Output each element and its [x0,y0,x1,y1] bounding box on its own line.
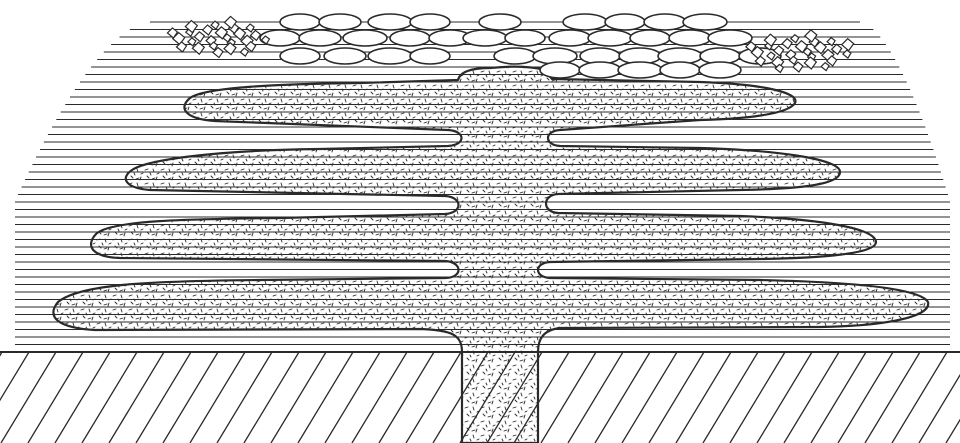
igneous-intrusion [53,67,928,443]
rubble-fragment [240,48,248,56]
hatch-line [1,352,56,443]
hatch-line [730,352,785,443]
boulder [669,30,711,46]
boulder [579,62,621,78]
rubble-fragment [246,24,254,32]
hatch-line [28,352,83,443]
boulder [368,48,412,64]
hatch-line [55,352,110,443]
hatch-line [136,352,191,443]
boulder [299,30,341,46]
boulder [660,62,700,78]
hatch-line [217,352,272,443]
hatch-line [379,352,434,443]
hatch-line [190,352,245,443]
boulder [505,30,545,46]
boulder [280,48,320,64]
rubble-fragment [842,39,854,51]
boulder [630,30,670,46]
boulder [390,30,430,46]
boulder [563,14,607,30]
boulder [479,14,521,30]
hatch-line [82,352,137,443]
hatch-line [811,352,866,443]
hatch-line [298,352,353,443]
feeder-dike-and-sills [53,67,928,443]
hatch-line [676,352,731,443]
hatch-line [649,352,704,443]
hatch-line [568,352,623,443]
hatch-line [163,352,218,443]
boulder [549,30,591,46]
rubble-fragment [203,25,213,35]
hatch-line [109,352,164,443]
boulder [588,30,632,46]
hatch-line [406,352,461,443]
rubble-fragment [791,35,799,43]
boulder [410,48,450,64]
hatch-line [244,352,299,443]
boulder [605,14,645,30]
boulder [708,30,752,46]
boulder [343,30,387,46]
hatch-line [703,352,758,443]
boulder [494,48,536,64]
hatch-line [0,352,29,443]
hatch-line [271,352,326,443]
boulder [618,62,662,78]
boulder [683,14,727,30]
boulder [463,30,507,46]
boulder [410,14,450,30]
boulder [644,14,686,30]
hatch-line [838,352,893,443]
rubble-fragment [843,50,851,58]
hatch-line [595,352,650,443]
rubble-fragment [782,39,792,49]
hatch-line [865,352,920,443]
boulder [280,14,320,30]
boulder [540,62,580,78]
hatch-line [946,352,960,443]
boulder [324,48,366,64]
hatch-line [892,352,947,443]
boulder [368,14,412,30]
hatch-line [784,352,839,443]
hatch-line [757,352,812,443]
hatch-line [622,352,677,443]
rubble-fragment [832,44,842,54]
hatch-line [352,352,407,443]
boulder [319,14,361,30]
hatch-line [541,352,596,443]
rubble-fragment [821,63,829,71]
hatch-line [325,352,380,443]
boulder [699,62,741,78]
